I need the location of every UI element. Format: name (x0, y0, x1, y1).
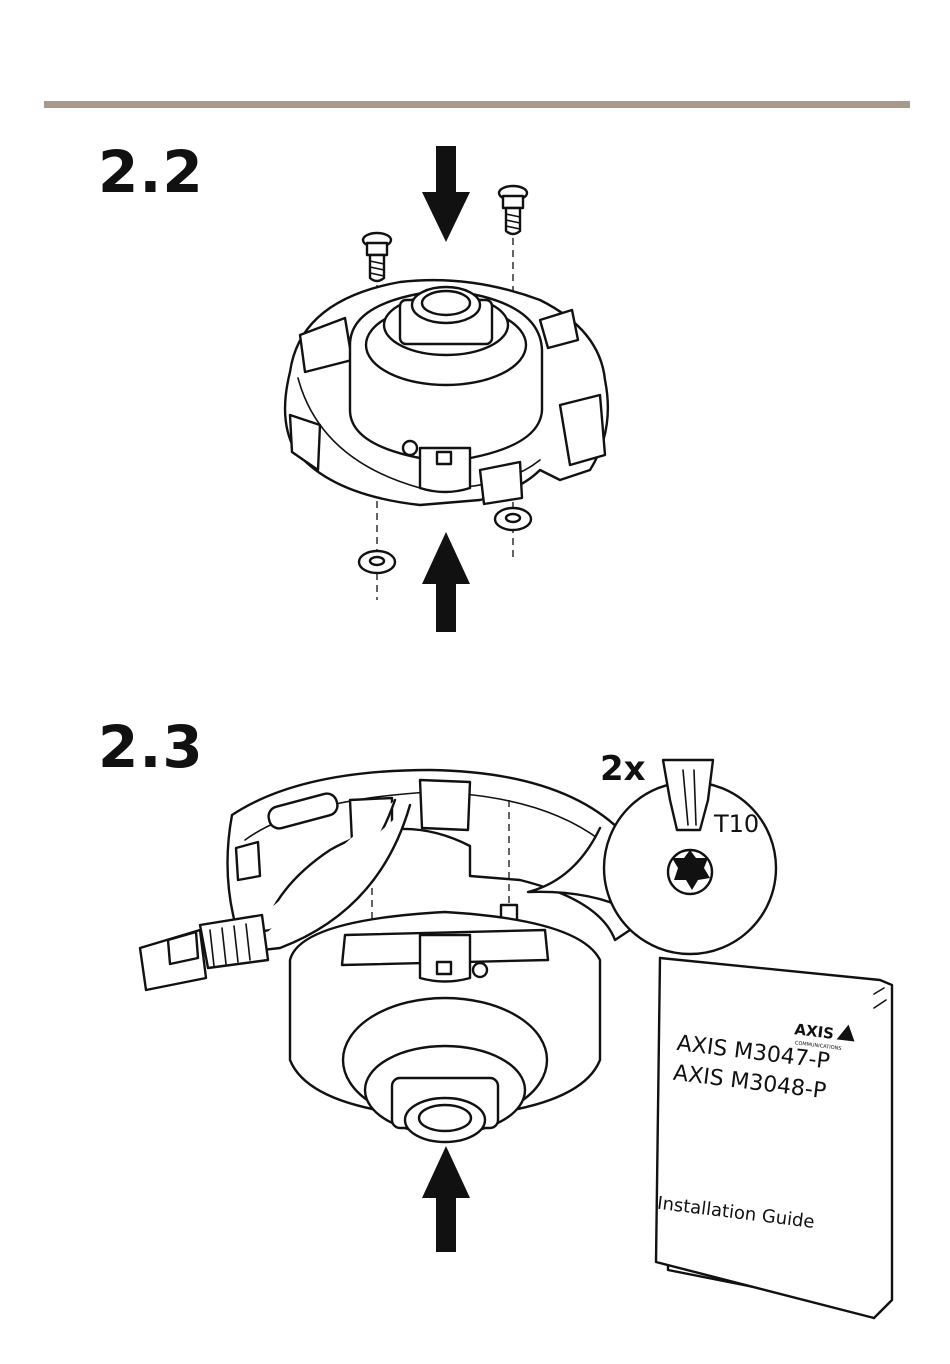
screw-icon (499, 186, 527, 234)
quantity-label: 2x (600, 749, 646, 789)
step-2-3-illustration: 2x T10 AXIS COMMUNICATIONS AXIS M3047-P … (140, 749, 892, 1318)
washer-icon (495, 508, 531, 530)
installation-guide-booklet: AXIS COMMUNICATIONS AXIS M3047-P AXIS M3… (656, 958, 892, 1318)
up-arrow-icon (422, 532, 470, 632)
screw-icon (363, 233, 391, 281)
down-arrow-icon (422, 146, 470, 242)
washer-icon (359, 551, 395, 573)
step-2-2-illustration (285, 146, 608, 632)
up-arrow-icon (422, 1146, 470, 1252)
bit-size-label: T10 (713, 810, 759, 838)
